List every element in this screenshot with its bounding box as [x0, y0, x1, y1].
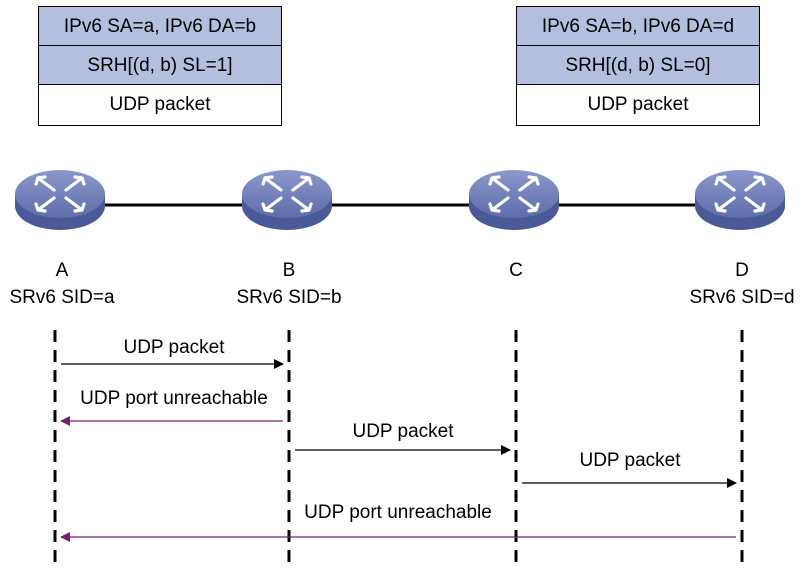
- router-icon-c: [469, 170, 559, 230]
- message-label-b-to-a: UDP port unreachable: [80, 388, 268, 409]
- messages: UDP packet UDP port unreachable UDP pack…: [60, 337, 737, 542]
- node-label-d: D: [735, 260, 749, 281]
- packet-srh-header: SRH[(d, b) SL=0]: [517, 46, 759, 85]
- message-label-c-to-d: UDP packet: [579, 450, 681, 471]
- router-icon-d: [695, 170, 785, 230]
- message-label-d-to-a: UDP port unreachable: [304, 502, 492, 523]
- packet-payload: UDP packet: [39, 85, 281, 125]
- packet-srh-header: SRH[(d, b) SL=1]: [39, 46, 281, 85]
- message-label-b-to-c: UDP packet: [352, 421, 454, 442]
- message-label-a-to-b: UDP packet: [123, 337, 225, 358]
- node-labels: A SRv6 SID=a B SRv6 SID=b C D SRv6 SID=d: [9, 260, 794, 308]
- packet-ipv6-header: IPv6 SA=b, IPv6 DA=d: [517, 7, 759, 46]
- packet-header-left: IPv6 SA=a, IPv6 DA=b SRH[(d, b) SL=1] UD…: [38, 6, 282, 126]
- router-icon-b: [242, 170, 332, 230]
- node-label-c: C: [509, 260, 523, 281]
- node-label-a: A: [56, 260, 69, 281]
- packet-ipv6-header: IPv6 SA=a, IPv6 DA=b: [39, 7, 281, 46]
- node-sid-a: SRv6 SID=a: [9, 287, 115, 308]
- node-label-b: B: [283, 260, 296, 281]
- node-sid-d: SRv6 SID=d: [689, 287, 794, 308]
- packet-payload: UDP packet: [517, 85, 759, 125]
- packet-header-right: IPv6 SA=b, IPv6 DA=d SRH[(d, b) SL=0] UD…: [516, 6, 760, 126]
- router-icon-a: [15, 170, 105, 230]
- lifelines: [53, 330, 744, 566]
- node-sid-b: SRv6 SID=b: [236, 287, 341, 308]
